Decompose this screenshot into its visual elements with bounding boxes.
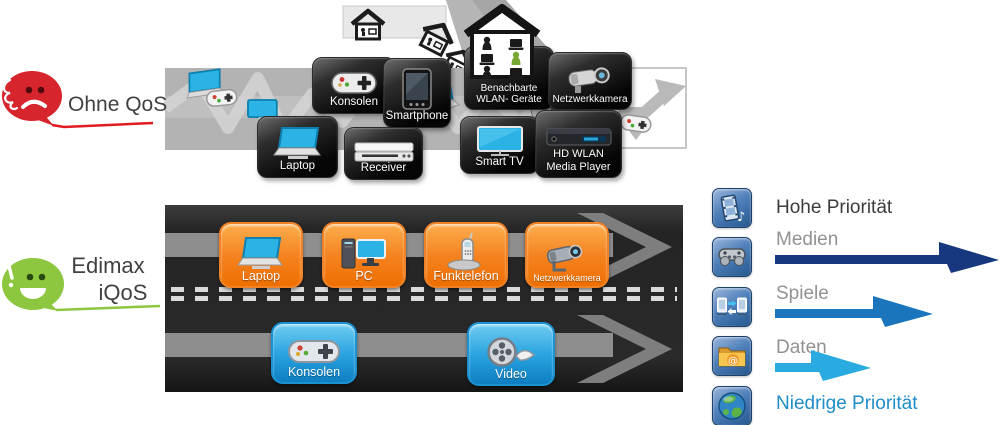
data-folder-icon: @ [718, 347, 746, 367]
lane-arrow-icon [577, 315, 672, 383]
legend-label-low-priority: Niedrige Priorität [776, 393, 918, 414]
badge-receiver: Receiver [344, 127, 423, 180]
smartphone-icon [402, 68, 432, 110]
angry-face-bubble [2, 71, 154, 129]
tile-video: Video [467, 322, 555, 386]
folder-at-icon: @ [712, 336, 752, 376]
happy-face-bubble [2, 258, 161, 312]
daten-priority-arrow [775, 350, 871, 381]
badge-label: Konsolen [330, 96, 378, 109]
screens-transfer-icon [717, 297, 747, 315]
desktop-pc-icon [341, 238, 386, 269]
badge-label: Receiver [360, 162, 407, 175]
tile-netzwerkkamera: Netzwerkkamera [525, 222, 609, 288]
brand-line2: iQoS [98, 280, 148, 305]
lane-arrow-icon [577, 213, 672, 281]
earth-icon [718, 392, 746, 420]
gamepad-icon [205, 88, 239, 108]
badge-media-player: HD WLAN Media Player [535, 110, 622, 178]
tile-funktelefon: Funktelefon [424, 222, 508, 288]
lane-divider-dashes [171, 287, 677, 292]
gamepad-icon [331, 72, 377, 94]
networked-screens-icon [712, 287, 752, 327]
receiver-icon [354, 142, 413, 162]
legend-label-medien: Medien [776, 229, 839, 250]
badge-label: Netzwerkkamera [552, 93, 628, 105]
network-camera-icon [568, 67, 610, 93]
film-reel-icon [487, 337, 536, 367]
legend-label-spiele: Spiele [776, 283, 829, 304]
lane-divider-dashes [171, 296, 677, 301]
badge-label: Laptop [279, 160, 316, 173]
gamepad-icon [288, 339, 340, 363]
badge-label: HD WLAN Media Player [546, 148, 611, 173]
tile-label: PC [355, 268, 373, 283]
tile-label: Konsolen [287, 364, 341, 379]
tile-label: Netzwerkkamera [533, 272, 601, 283]
badge-smartphone: Smartphone [383, 58, 451, 128]
legend-label-high-priority: Hohe Priorität [776, 197, 893, 218]
without-qos-title: Ohne QoS [68, 93, 168, 116]
badge-label: Smartphone [385, 110, 449, 123]
globe-icon [712, 386, 752, 425]
exit-arrow-up-icon [655, 79, 686, 106]
badge-smart-tv: Smart TV [460, 116, 539, 174]
cordless-phone-icon [447, 232, 481, 271]
badge-konsolen: Konsolen [312, 57, 396, 114]
svg-text:@: @ [728, 356, 738, 367]
laptop-icon [272, 127, 321, 160]
badge-netzwerkkamera-top: Netzwerkkamera [548, 52, 632, 110]
badge-laptop: Laptop [257, 116, 338, 178]
tile-label: Funktelefon [433, 268, 499, 283]
film-and-music-icon: ♪ [720, 194, 745, 224]
laptop-icon [237, 236, 283, 269]
media-player-icon [546, 128, 611, 146]
neighbor-house-icon [463, 4, 541, 79]
badge-label: Smart TV [475, 156, 524, 169]
badge-label: Benachbarte WLAN- Geräte [476, 82, 542, 105]
game-controller-icon [718, 248, 746, 266]
tile-konsolen: Konsolen [271, 322, 357, 384]
tile-label: Video [495, 366, 527, 381]
tile-laptop: Laptop [219, 222, 303, 288]
svg-text:♪: ♪ [737, 210, 745, 224]
media-icon: ♪ [712, 188, 752, 228]
tv-icon [476, 126, 523, 157]
gamepad-icon [712, 237, 752, 277]
spiele-priority-arrow [775, 296, 933, 327]
brand-line1: Edimax [71, 253, 145, 278]
medien-priority-arrow [775, 242, 999, 273]
tile-label: Laptop [241, 268, 281, 283]
tile-pc: PC [322, 222, 406, 288]
network-camera-icon [546, 244, 583, 272]
